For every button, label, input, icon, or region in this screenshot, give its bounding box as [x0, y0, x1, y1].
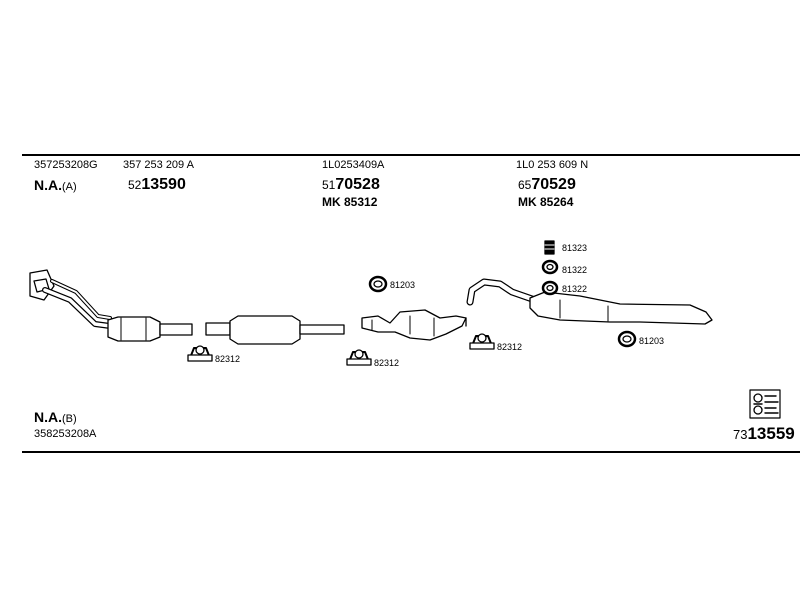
- oe-number-col3: 1L0253409A: [322, 159, 385, 171]
- rubber-ring-2: [617, 330, 637, 348]
- hanger-label-1: 81323: [562, 243, 588, 253]
- hanger-label-2: 81322: [562, 265, 588, 275]
- clamp-label-1: 82312: [215, 354, 241, 364]
- na-text: N.A.: [34, 409, 62, 425]
- part-main: 70528: [335, 176, 380, 193]
- kit-number: 7313559: [733, 425, 795, 443]
- part-number-col2: 5213590: [128, 177, 186, 193]
- intermediate-pipe: [361, 309, 467, 341]
- ring-label-2: 81203: [639, 336, 665, 346]
- bottom-divider: [22, 451, 800, 453]
- oe-number-col1: 357253208G: [34, 159, 98, 171]
- oe-number-col2: 357 253 209 A: [123, 159, 194, 171]
- part-prefix: 51: [322, 178, 336, 192]
- u-clamp-3: [469, 333, 495, 350]
- rubber-hanger-1: [544, 240, 555, 255]
- na-text: N.A.: [34, 177, 62, 193]
- mk-label-col3: MK 85312: [322, 195, 378, 209]
- oe-number-footer: 358253208A: [34, 428, 97, 440]
- part-number-col4: 6570529: [518, 177, 576, 193]
- oe-number-col4: 1L0 253 609 N: [516, 159, 589, 171]
- front-pipe-with-catalyst: [29, 269, 193, 342]
- kit-prefix: 73: [733, 427, 748, 442]
- hanger-label-3: 81322: [562, 284, 588, 294]
- rear-silencer: [466, 278, 713, 325]
- u-clamp-2: [346, 349, 372, 366]
- part-prefix: 52: [128, 178, 142, 192]
- rubber-ring-1: [368, 275, 388, 293]
- part-number-col3: 5170528: [322, 177, 380, 193]
- clamp-label-2: 82312: [374, 358, 400, 368]
- na-suffix: (B): [62, 413, 77, 425]
- mk-label-col4: MK 85264: [518, 195, 574, 209]
- exhaust-kit-icon: [749, 389, 781, 419]
- part-main: 70529: [531, 176, 576, 193]
- u-clamp-1: [187, 345, 213, 362]
- part-main: 13590: [141, 176, 186, 193]
- rubber-ring-hanger-3: [541, 280, 559, 296]
- ring-label-1: 81203: [390, 280, 416, 290]
- top-divider: [22, 154, 800, 156]
- na-label-footer: N.A.(B): [34, 410, 77, 425]
- kit-main: 13559: [747, 424, 795, 443]
- rubber-ring-hanger-2: [541, 259, 559, 275]
- part-prefix: 65: [518, 178, 532, 192]
- clamp-label-3: 82312: [497, 342, 523, 352]
- na-label-col1: N.A.(A): [34, 178, 77, 193]
- na-suffix: (A): [62, 181, 77, 193]
- middle-silencer: [205, 315, 345, 345]
